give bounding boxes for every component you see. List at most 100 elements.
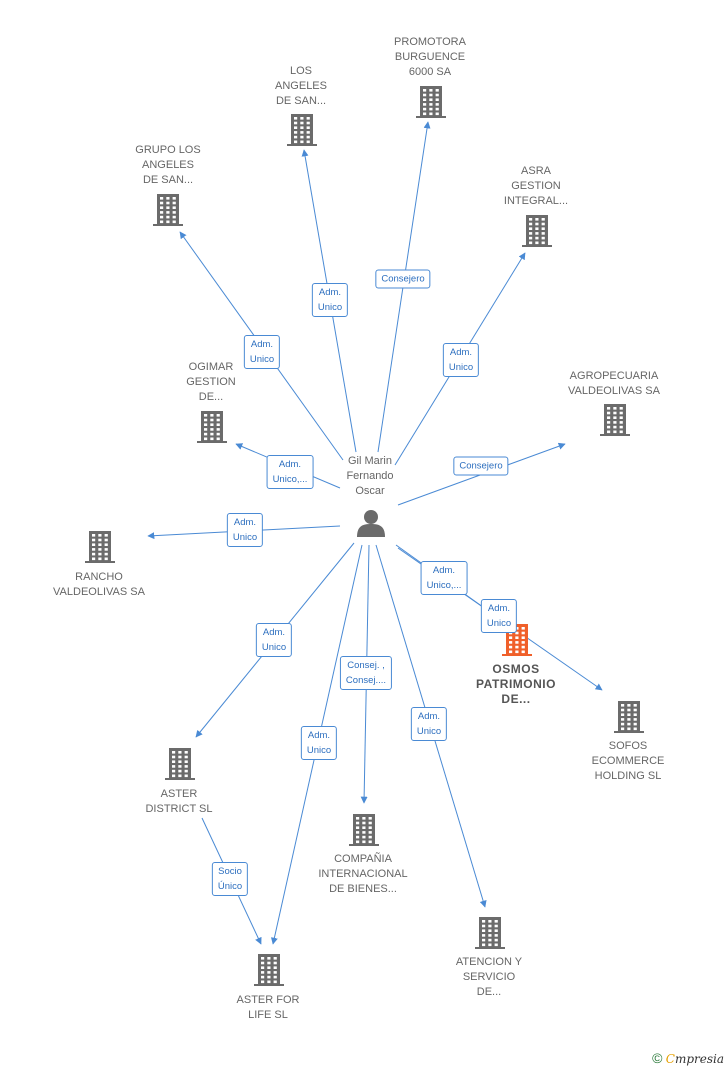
company-label-compania[interactable]: COMPAÑIA INTERNACIONAL DE BIENES...	[318, 852, 407, 897]
edge-label-line: Adm.	[278, 459, 302, 470]
building-icon[interactable]	[475, 917, 505, 949]
company-label-line: SOFOS	[608, 740, 648, 752]
edge-label-line: Único	[217, 881, 243, 892]
edge-label-grupo[interactable]: Adm. Unico	[243, 335, 281, 369]
company-label-aster-district[interactable]: ASTER DISTRICT SL	[145, 787, 212, 817]
edge-label-line: Unico	[306, 745, 332, 756]
edge-label-line: Unico	[486, 618, 512, 629]
building-icon[interactable]	[165, 748, 195, 780]
edge-label-sofos[interactable]: Adm. Unico	[480, 599, 518, 633]
company-label-line: PROMOTORA	[394, 36, 466, 48]
company-label-line: DE...	[501, 692, 531, 706]
person-name-line: Fernando	[346, 470, 394, 482]
building-icon[interactable]	[614, 701, 644, 733]
company-label-line: GESTION	[186, 376, 236, 388]
edge-label-line: Consejero	[459, 460, 503, 472]
edge-label-line: Unico	[261, 642, 287, 653]
building-icon[interactable]	[153, 194, 183, 226]
edge-label-line: Unico	[249, 354, 275, 365]
company-label-line: RANCHO	[75, 571, 123, 583]
company-label-promotora[interactable]: PROMOTORA BURGUENCE 6000 SA	[394, 35, 466, 80]
edge-label-line: Socio	[218, 866, 242, 877]
building-icon[interactable]	[349, 814, 379, 846]
company-label-line: ECOMMERCE	[591, 755, 665, 767]
edge-label-agropecuaria[interactable]: Consejero	[453, 456, 509, 476]
company-label-rancho[interactable]: RANCHO VALDEOLIVAS SA	[53, 570, 145, 600]
edge-label-compania[interactable]: Consej. , Consej....	[339, 656, 393, 690]
company-label-line: VALDEOLIVAS SA	[568, 385, 660, 397]
edge-label-ogimar[interactable]: Adm. Unico,...	[266, 455, 314, 489]
company-label-line: DE...	[476, 986, 502, 998]
company-label-line: COMPAÑIA	[334, 853, 392, 865]
building-icon[interactable]	[600, 404, 630, 436]
company-label-asra[interactable]: ASRA GESTION INTEGRAL...	[504, 164, 568, 209]
company-label-line: VALDEOLIVAS SA	[53, 586, 145, 598]
edge-label-rancho[interactable]: Adm. Unico	[226, 513, 264, 547]
company-label-line: DE SAN...	[275, 95, 327, 107]
company-label-atencion[interactable]: ATENCION Y SERVICIO DE...	[456, 955, 522, 1000]
edge-label-line: Adm.	[417, 711, 441, 722]
edge-label-line: Consej. ,	[347, 660, 385, 671]
company-label-line: SERVICIO	[462, 971, 516, 983]
company-label-line: DE BIENES...	[329, 883, 397, 895]
company-label-line: OGIMAR	[188, 361, 234, 373]
edge-label-osmos[interactable]: Adm.Unico,...	[420, 561, 468, 595]
edge-label-promotora[interactable]: Consejero	[375, 269, 431, 289]
edge-label-line: Adm.	[233, 517, 257, 528]
company-label-line: LIFE SL	[248, 1009, 288, 1021]
edge-label-line: Adm.	[262, 627, 286, 638]
company-label-line: ANGELES	[142, 159, 194, 171]
edge-label-line: Adm.	[250, 339, 274, 350]
company-label-line: BURGUENCE	[394, 51, 466, 63]
company-label-line: INTEGRAL...	[503, 195, 569, 207]
company-label-line: PATRIMONIO	[476, 677, 556, 691]
edge-label-line: Consejero	[381, 273, 425, 285]
edge-label-line: Consej....	[345, 675, 387, 686]
company-label-line: GESTION	[511, 180, 561, 192]
company-label-ogimar[interactable]: OGIMAR GESTION DE...	[186, 360, 236, 405]
edge-label-line: Unico,...	[272, 474, 308, 485]
company-label-agropecuaria[interactable]: AGROPECUARIA VALDEOLIVAS SA	[568, 369, 660, 399]
edge-label-line: Unico	[232, 532, 258, 543]
edge-label-line: Unico,...	[426, 580, 462, 591]
edge-label-line: Adm.	[307, 730, 331, 741]
company-label-line: ASTER	[160, 788, 198, 800]
edge-label-losangeles[interactable]: Adm. Unico	[311, 283, 349, 317]
person-name-line: Oscar	[355, 485, 385, 497]
company-label-line: AGROPECUARIA	[569, 370, 659, 382]
building-icon[interactable]	[85, 531, 115, 563]
building-icon[interactable]	[522, 215, 552, 247]
company-label-line: DISTRICT SL	[145, 803, 213, 815]
company-label-line: DE...	[198, 391, 224, 403]
edge-label-line: Adm.	[318, 287, 342, 298]
company-label-line: HOLDING SL	[594, 770, 662, 782]
company-label-line: LOS	[289, 65, 312, 77]
company-label-line: INTERNACIONAL	[318, 868, 408, 880]
edge-label-line: Adm.	[487, 603, 511, 614]
person-icon[interactable]	[357, 510, 385, 537]
building-icon[interactable]	[254, 954, 284, 986]
company-label-line: ASRA	[521, 165, 551, 177]
edge-label-aster_district[interactable]: Adm. Unico	[255, 623, 293, 657]
edge-label-line: Adm.	[449, 347, 473, 358]
edge-label-aster_life[interactable]: Adm. Unico	[300, 726, 338, 760]
company-label-line: ATENCION Y	[455, 956, 523, 968]
company-label-line: 6000 SA	[408, 66, 452, 78]
edge-label-atencion[interactable]: Adm. Unico	[410, 707, 448, 741]
company-label-sofos[interactable]: SOFOS ECOMMERCE HOLDING SL	[592, 739, 665, 784]
building-icon[interactable]	[197, 411, 227, 443]
building-icon[interactable]	[416, 86, 446, 118]
company-label-line: GRUPO LOS	[135, 144, 201, 156]
edge-label-line: Unico	[317, 302, 343, 313]
edge-label-asra[interactable]: Adm.Unico	[442, 343, 480, 377]
edge-label-line: Unico	[416, 726, 442, 737]
brand-logo: Cmpresia	[665, 1052, 724, 1066]
building-icon[interactable]	[287, 114, 317, 146]
